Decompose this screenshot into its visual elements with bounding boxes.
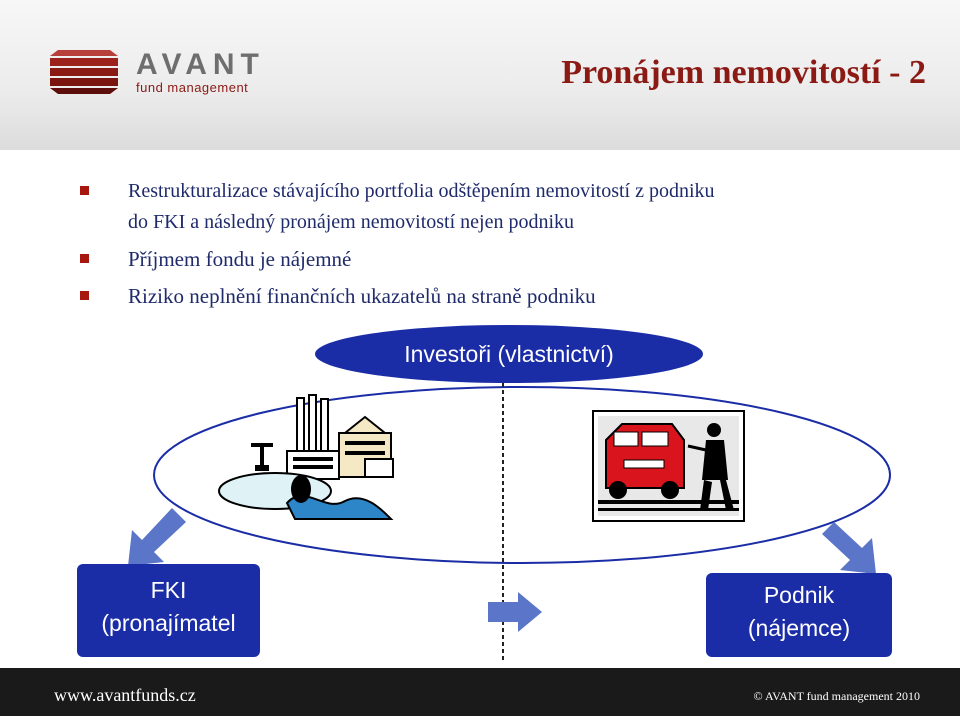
footer-website-link[interactable]: www.avantfunds.cz [54, 685, 196, 705]
investors-oval: Investoři (vlastnictví) [315, 325, 703, 383]
bullet-list: Restrukturalizace stávajícího portfolia … [76, 176, 936, 312]
footer-copyright: © AVANT fund management 2010 [753, 689, 920, 703]
bullet-square-icon [80, 186, 89, 195]
arrow-right-icon [488, 592, 542, 632]
bullet-text-line: Riziko neplnění finančních ukazatelů na … [128, 284, 596, 308]
slide-title: Pronájem nemovitostí - 2 [561, 54, 926, 91]
fki-role: (pronajímatel [101, 610, 236, 636]
podnik-lessee-box: Podnik (nájemce) [706, 573, 892, 657]
arrow-down-left-icon [128, 508, 186, 566]
logo-subtitle: fund management [136, 80, 249, 95]
car-paintshop-icon [592, 410, 745, 522]
bullet-square-icon [80, 291, 89, 300]
bullet-text-line: Příjmem fondu je nájemné [128, 247, 352, 271]
fki-label: FKI [150, 577, 187, 603]
avant-logo: AVANT fund management [48, 46, 268, 100]
logo-mark-icon [50, 50, 118, 94]
arrow-down-right-icon [822, 522, 876, 574]
relationship-ellipse [153, 386, 891, 564]
bullet-text-line: Restrukturalizace stávajícího portfolia … [128, 180, 715, 202]
fki-lessor-box: FKI (pronajímatel [77, 564, 260, 657]
slide-header: AVANT fund management Pronájem nemovitos… [0, 0, 960, 150]
slide-footer: www.avantfunds.cz © AVANT fund managemen… [0, 668, 960, 716]
bullet-text-line: do FKI a následný pronájem nemovitostí n… [128, 211, 575, 233]
bullet-item-risk: Riziko neplnění finančních ukazatelů na … [76, 281, 936, 312]
factory-icon [218, 394, 394, 520]
bullet-square-icon [80, 254, 89, 263]
logo-wordmark: AVANT [136, 48, 265, 81]
podnik-role: (nájemce) [747, 615, 851, 641]
bullet-item-income: Příjmem fondu je nájemné [76, 244, 936, 275]
podnik-label: Podnik [763, 582, 835, 608]
bullet-item-restructuring: Restrukturalizace stávajícího portfolia … [76, 176, 936, 238]
